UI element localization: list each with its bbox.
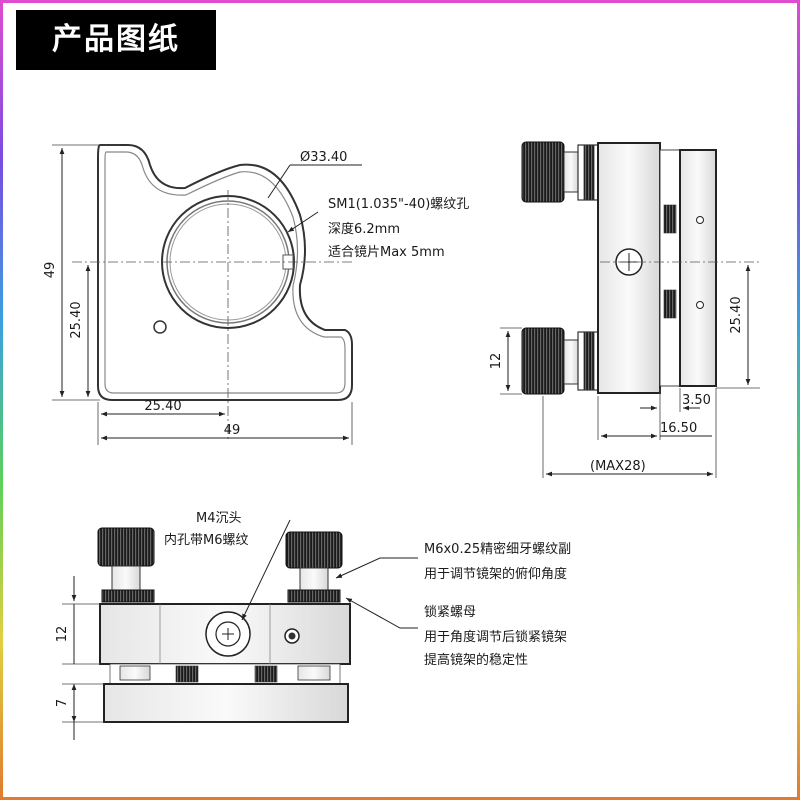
nut-note-line2: 用于角度调节后锁紧镜架 — [424, 629, 567, 645]
side-dim-a-label: 3.50 — [682, 393, 711, 408]
depth-note: 深度6.2mm — [328, 221, 400, 237]
front-view: 49 25.40 25.40 49 Ø33.40 SM1(1.035"-40)螺… — [43, 144, 469, 445]
bottom-spring-right — [254, 665, 278, 683]
side-view: 25.40 12 3.50 16.50 (MAX28) — [489, 141, 760, 478]
dim-width-label: 49 — [224, 423, 241, 438]
diameter-label: Ø33.40 — [300, 150, 347, 165]
side-rear-plate — [679, 149, 717, 387]
left-lock-nut — [101, 589, 155, 603]
m4-note-line1: M4沉头 — [196, 511, 242, 526]
lower-knob — [521, 327, 565, 395]
thread-leader — [287, 211, 319, 233]
side-dim-knob-label: 12 — [489, 353, 504, 370]
bottom-spring-left — [175, 665, 199, 683]
mount-body-outline — [97, 144, 353, 401]
m4-leader — [241, 519, 291, 621]
side-dim-center-label: 25.40 — [729, 296, 744, 333]
right-knob-shaft — [299, 567, 329, 591]
fine-thread-note-line2: 用于调节镜架的俯仰角度 — [424, 566, 567, 582]
bottom-view: 12 7 M4沉头 内孔带M6螺纹 M6x0.25精密细牙螺纹副 用于调节镜架的… — [55, 511, 571, 740]
lower-knob-shaft — [563, 339, 579, 385]
dim-width-center-label: 25.40 — [144, 399, 181, 414]
fine-thread-note-line1: M6x0.25精密细牙螺纹副 — [424, 541, 571, 557]
right-knob — [285, 531, 343, 569]
screw-hole — [153, 320, 167, 334]
spring-top — [663, 204, 677, 234]
diameter-leader — [267, 164, 291, 199]
bottom-dim-7-label: 7 — [55, 699, 70, 707]
nut-leader — [345, 597, 418, 629]
upper-knob-shaft — [563, 151, 579, 193]
lens-note: 适合镜片Max 5mm — [328, 245, 445, 260]
thread-note: SM1(1.035"-40)螺纹孔 — [328, 197, 469, 212]
bottom-dim-12-label: 12 — [55, 626, 70, 643]
spring-bottom — [663, 289, 677, 319]
left-knob — [97, 527, 155, 567]
m4-note-line2: 内孔带M6螺纹 — [164, 532, 249, 548]
left-knob-shaft — [111, 565, 141, 591]
nut-note-line3: 提高镜架的稳定性 — [424, 652, 528, 668]
right-lock-nut — [287, 589, 341, 603]
fine-thread-leader — [335, 557, 418, 579]
spring-gap — [659, 149, 681, 387]
dim-height-center-label: 25.40 — [69, 301, 84, 338]
mount-body-inner-outline — [104, 151, 346, 394]
bottom-base-plate — [103, 683, 349, 723]
side-dim-max-label: (MAX28) — [590, 459, 646, 474]
side-dim-b-label: 16.50 — [660, 421, 697, 436]
nut-note-line1: 锁紧螺母 — [424, 604, 476, 620]
dim-height-label: 49 — [43, 262, 58, 279]
upper-knob — [521, 141, 565, 203]
page-title: 产品图纸 — [16, 10, 216, 70]
